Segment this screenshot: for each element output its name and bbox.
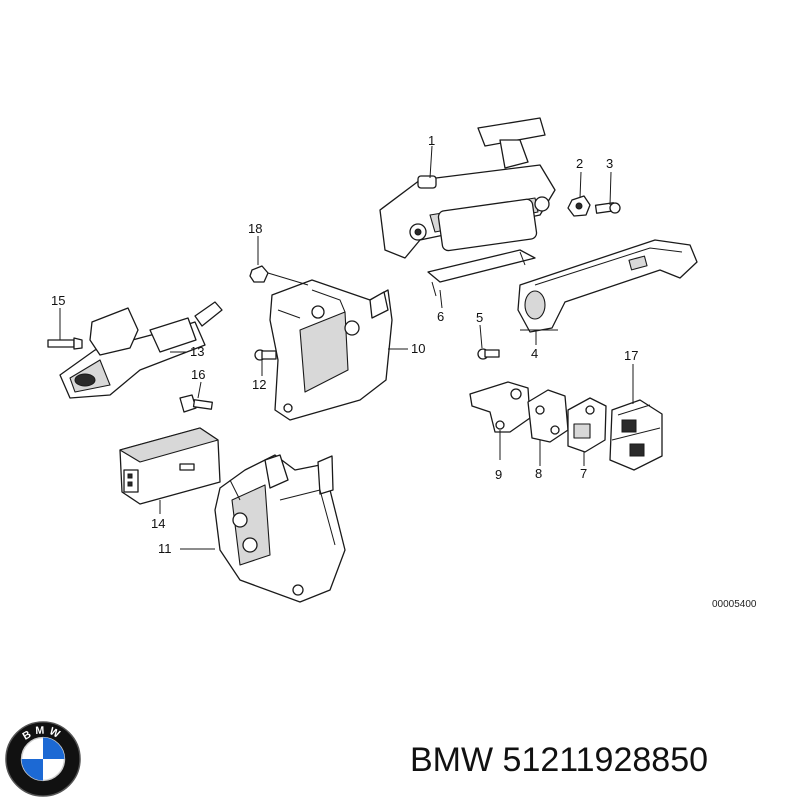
part-actuator <box>59 301 223 399</box>
callout-18: 18 <box>248 221 262 236</box>
part-bow <box>427 249 536 297</box>
callout-8: 8 <box>535 466 542 481</box>
part-screw-5 <box>477 348 500 360</box>
callout-labels: 1 2 3 4 5 6 7 8 9 10 11 12 13 14 15 16 1… <box>51 133 757 610</box>
part-door-handle <box>379 117 556 259</box>
callout-14: 14 <box>151 516 165 531</box>
drawing-code: 00005400 <box>712 599 757 610</box>
part-nut-18 <box>249 265 269 283</box>
callout-12: 12 <box>252 377 266 392</box>
callout-13: 13 <box>190 344 204 359</box>
part-screw-16 <box>179 394 213 413</box>
part-plate-8 <box>527 389 569 443</box>
part-nut-2 <box>567 195 591 217</box>
part-control-module <box>119 427 221 505</box>
callout-4: 4 <box>531 346 538 361</box>
callout-7: 7 <box>580 466 587 481</box>
bmw-logo: BMW <box>5 721 81 797</box>
part-door-lock <box>214 454 346 603</box>
callout-10: 10 <box>411 341 425 356</box>
callout-15: 15 <box>51 293 65 308</box>
callout-9: 9 <box>495 467 502 482</box>
part-screw-3 <box>594 202 621 214</box>
callout-11: 11 <box>158 541 172 556</box>
callout-5: 5 <box>476 310 483 325</box>
callout-2: 2 <box>576 156 583 171</box>
part-number-caption: BMW 51211928850 <box>410 741 709 779</box>
part-plate-7 <box>567 397 607 453</box>
leader-lines <box>59 145 634 550</box>
callout-1: 1 <box>428 133 435 148</box>
part-lock-bracket <box>269 279 393 421</box>
callout-17: 17 <box>624 348 638 363</box>
callout-16: 16 <box>191 367 205 382</box>
part-screw-15 <box>47 337 83 350</box>
callout-6: 6 <box>437 309 444 324</box>
part-striker-9 <box>469 381 531 433</box>
part-screw-12 <box>254 349 277 361</box>
part-handle-cover <box>517 239 698 333</box>
callout-3: 3 <box>606 156 613 171</box>
part-striker-17 <box>609 399 663 471</box>
